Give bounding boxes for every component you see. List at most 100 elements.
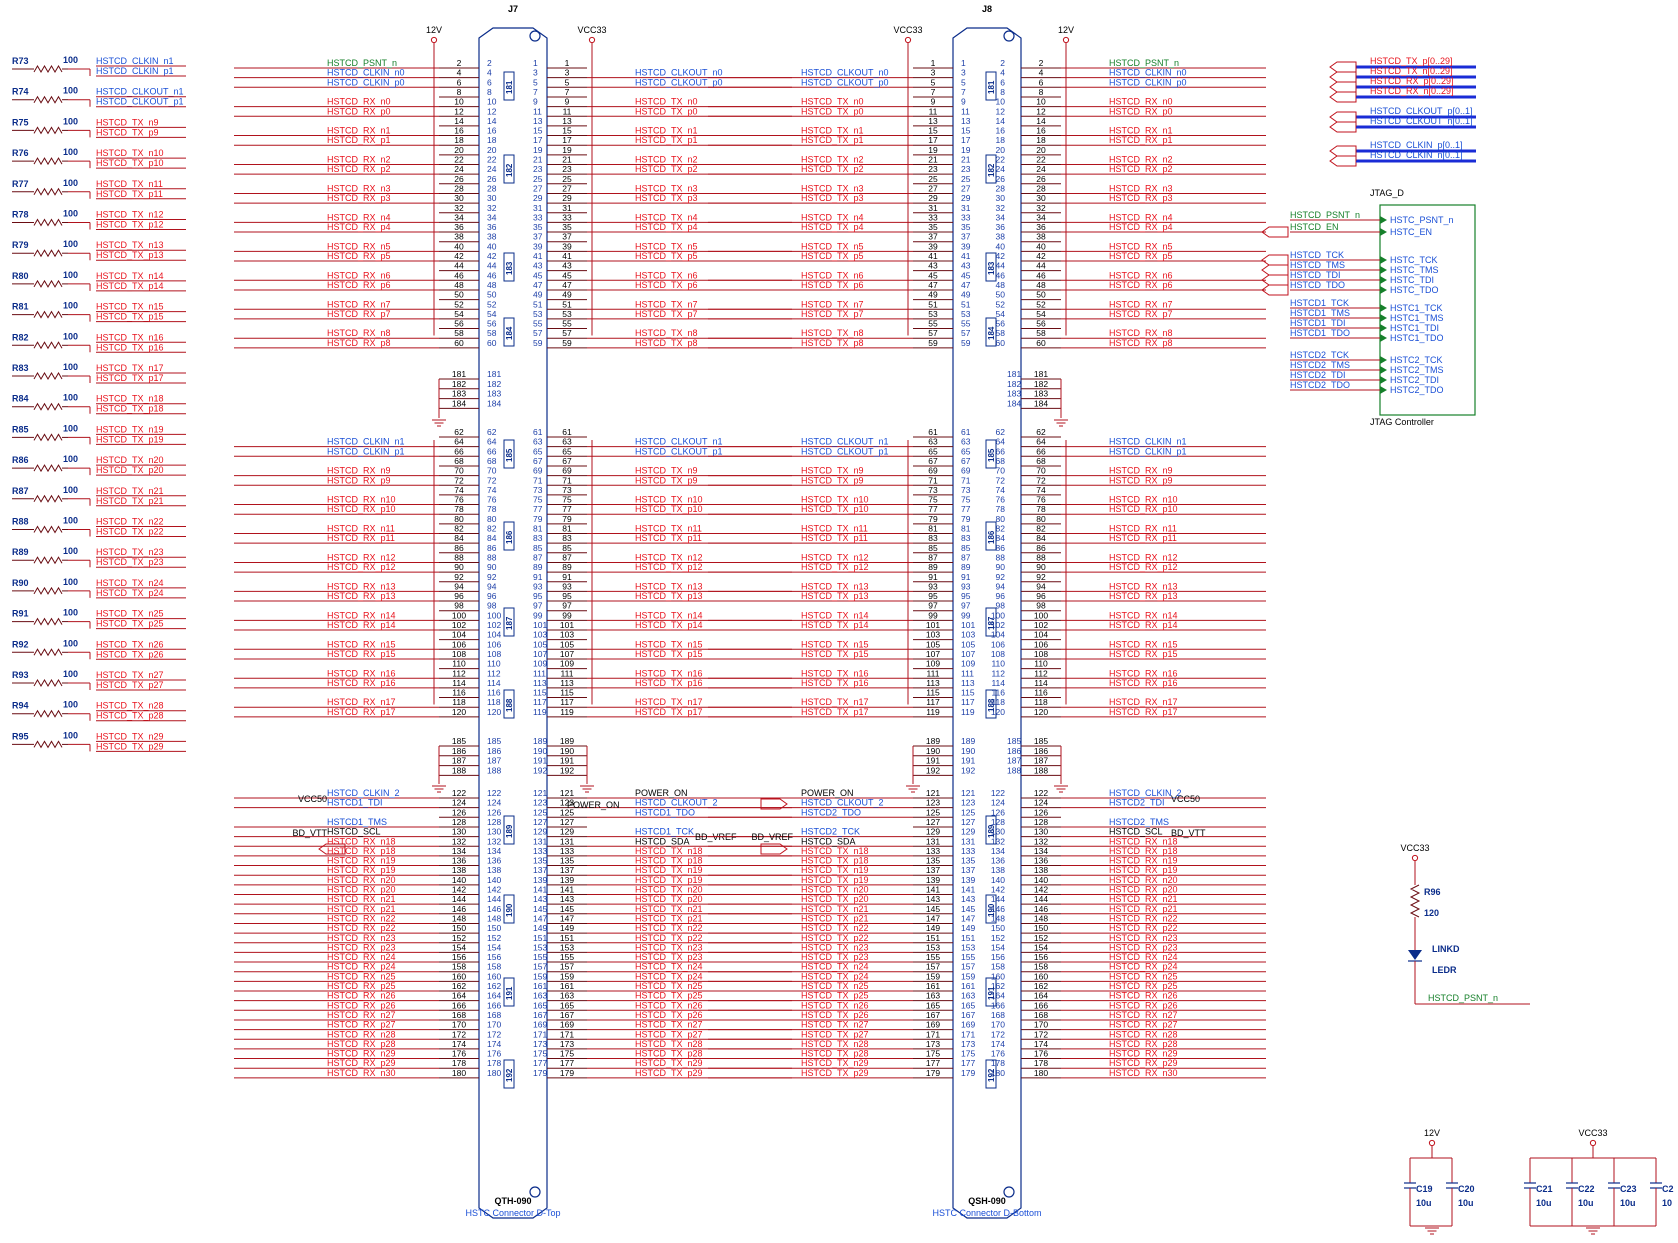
pin-number: 5 (931, 77, 936, 87)
net-label: HSTCD_TX_n9 (801, 466, 864, 476)
net-label: HSTCD_TX_n16 (635, 668, 703, 678)
pin-number: 123 (533, 798, 547, 808)
pin-number: 136 (1034, 856, 1048, 866)
pin-number: 11 (929, 106, 938, 116)
net-label: HSTCD_TX_p13 (635, 591, 703, 601)
jtag-pin-arrow (1380, 376, 1387, 384)
net-label: HSTCD_TX_p14 (801, 620, 869, 630)
net-label: HSTCD_RX_n9 (1109, 466, 1173, 476)
pin-number: 59 (928, 338, 938, 348)
mount-hole (1003, 1186, 1015, 1198)
net-label: HSTCD_RX_n3 (327, 183, 391, 193)
pin-number: 111 (561, 668, 574, 678)
pin-number: 1 (961, 58, 966, 68)
net-label: HSTCD_TX_n22 (635, 923, 703, 933)
net-label: HSTCD_TX_p20 (801, 894, 869, 904)
pin-number: 42 (454, 251, 464, 261)
pin-number: 168 (1034, 1010, 1048, 1020)
pin-number: 25 (961, 174, 971, 184)
pin-number: 28 (454, 183, 464, 193)
pin-number: 146 (991, 904, 1005, 914)
pin-number: 164 (1034, 991, 1048, 1001)
pin-number: 157 (560, 962, 574, 972)
pin-number: 60 (1036, 338, 1046, 348)
pin-number: 21 (961, 155, 971, 165)
pin-number: 112 (452, 668, 466, 678)
resistor-body (33, 433, 63, 442)
pin-number: 80 (1036, 514, 1046, 524)
pin-number: 18 (454, 135, 464, 145)
net-label: HSTCD_RX_n9 (327, 466, 391, 476)
bus-port-group: HSTCD_TX_p[0..29]HSTCD_TX_n[0..29]HSTCD_… (1329, 56, 1476, 167)
pin-number: 114 (991, 678, 1005, 688)
net-label: HSTCD_RX_n1 (327, 126, 391, 136)
pin-number: 46 (996, 270, 1006, 280)
pin-number: 25 (533, 174, 543, 184)
net-label: HSTCD_TX_p24 (635, 971, 703, 981)
pin-number: 180 (487, 1068, 501, 1078)
power-rail-label: VCC33 (893, 25, 922, 35)
net-label-n: HSTCD_TX_n16 (96, 332, 164, 342)
resistor-ref: R87 (12, 486, 29, 496)
resistor-body (33, 187, 63, 196)
pin-number: 16 (1036, 126, 1046, 136)
net-label-p: HSTCD_TX_p16 (96, 342, 164, 352)
pin-number: 84 (996, 533, 1006, 543)
net-label: HSTCD_RX_p14 (1109, 620, 1178, 630)
pin-number: 37 (928, 232, 938, 242)
led-value: LEDR (1432, 965, 1457, 975)
power-net-label: BD_VTT (292, 828, 327, 838)
net-label: HSTCD_RX_n5 (1109, 241, 1173, 251)
pin-number: 92 (1036, 572, 1046, 582)
pin-number: 130 (991, 827, 1005, 837)
bank-label: 186 (505, 530, 514, 544)
jtag-net-label: HSTCD2_TCK (1290, 350, 1349, 360)
pin-number: 68 (487, 456, 497, 466)
pin-number: 97 (961, 601, 971, 611)
power-net-label: BD_VTT (1171, 828, 1206, 838)
pin-number: 154 (452, 942, 466, 952)
pin-number: 27 (562, 183, 572, 193)
pin-number: 71 (961, 475, 971, 485)
pin-number: 178 (487, 1058, 501, 1068)
net-label: HSTCD_RX_n16 (327, 668, 396, 678)
net-label-n: HSTCD_TX_n29 (96, 731, 164, 741)
net-label: HSTCD_TX_p12 (801, 562, 869, 572)
pin-number: 113 (560, 678, 574, 688)
pin-number: 39 (928, 241, 938, 251)
pin-number: 112 (487, 668, 501, 678)
pin-number: 156 (1034, 952, 1048, 962)
pin-number: 182 (1007, 379, 1021, 389)
pin-number: 88 (487, 552, 497, 562)
net-label: HSTCD_TX_n8 (635, 328, 698, 338)
connector-part: QSH-090 (968, 1196, 1006, 1206)
pin-number: 4 (1000, 68, 1005, 78)
pin-number: 158 (991, 962, 1005, 972)
net-label: HSTCD_CLKOUT_n1 (801, 437, 889, 447)
pin-number: 55 (562, 319, 572, 329)
jtag-net-label: HSTCD1_TMS (1290, 308, 1350, 318)
net-label: HSTCD_TX_n1 (801, 126, 864, 136)
pin-number: 104 (487, 630, 501, 640)
pin-number: 86 (996, 543, 1006, 553)
pin-number: 180 (1034, 1068, 1048, 1078)
net-label: HSTCD_TX_n12 (801, 552, 869, 562)
offpage-port (1329, 61, 1357, 73)
net-label-p: HSTCD_TX_p13 (96, 250, 164, 260)
pin-number: 187 (452, 756, 466, 766)
net-label: HSTCD_TX_p26 (635, 1010, 703, 1020)
pin-number: 105 (533, 639, 547, 649)
pin-number: 139 (533, 875, 547, 885)
jtag-caption: JTAG Controller (1370, 417, 1434, 427)
net-label-p: HSTCD_TX_p27 (96, 680, 164, 690)
pin-number: 97 (562, 601, 572, 611)
pin-number: 126 (1034, 807, 1048, 817)
resistor-ref: R79 (12, 240, 29, 250)
pin-number: 124 (1034, 798, 1048, 808)
net-label: HSTCD_RX_p15 (327, 649, 396, 659)
net-label: HSTCD_RX_n19 (327, 856, 396, 866)
pin-number: 181 (452, 369, 466, 379)
pin-number: 23 (961, 164, 971, 174)
net-label: HSTCD_RX_p8 (1109, 338, 1173, 348)
pin-number: 86 (454, 543, 464, 553)
